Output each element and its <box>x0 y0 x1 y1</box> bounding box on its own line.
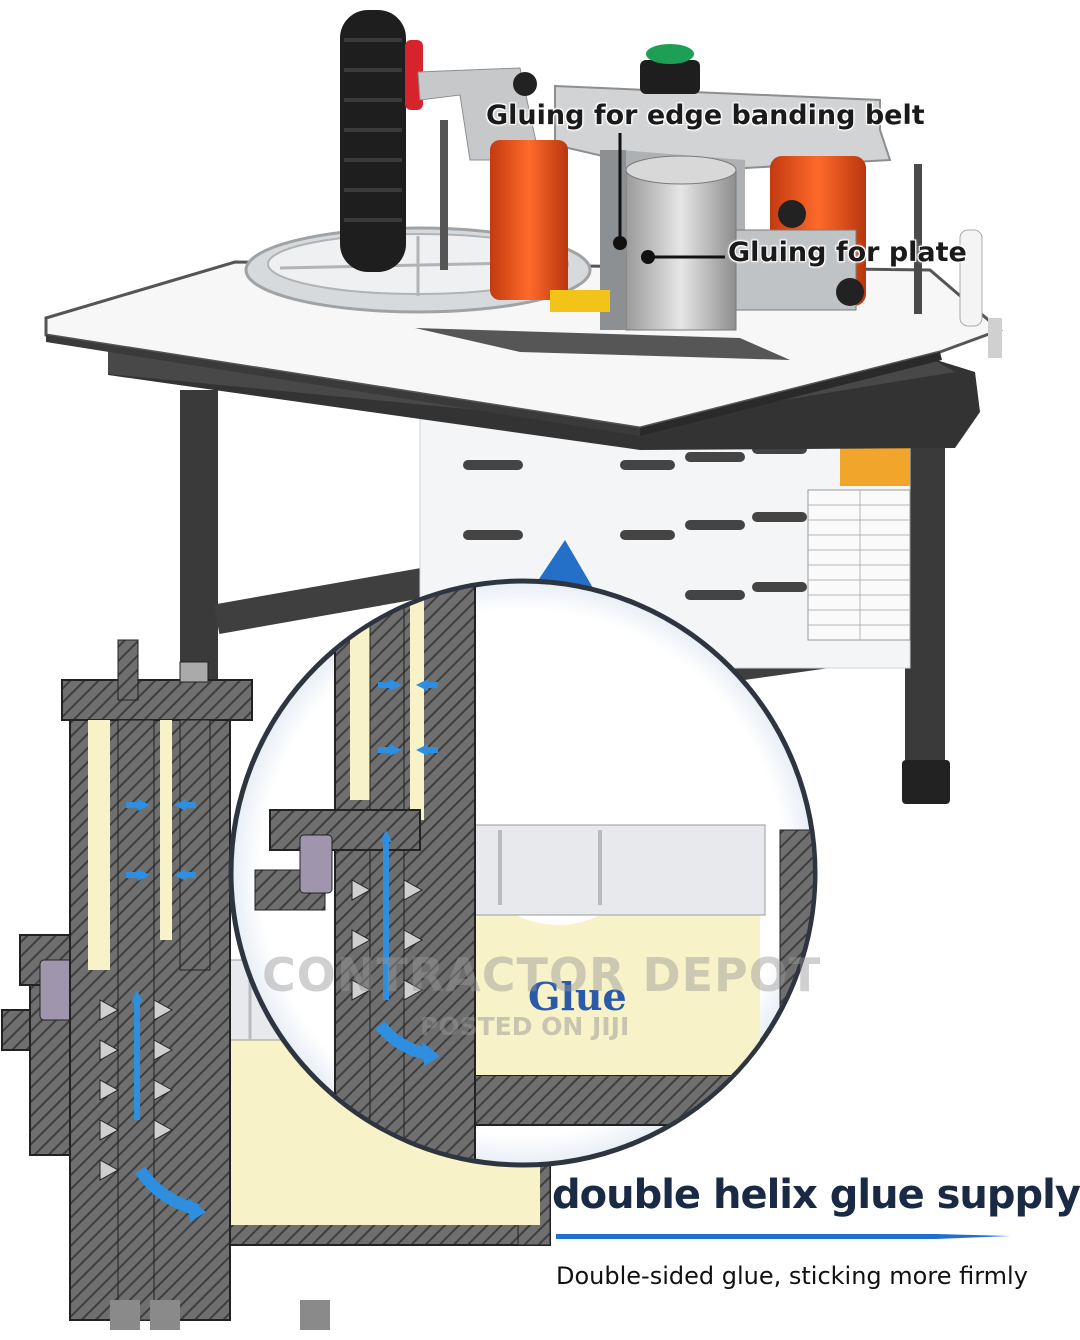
headline-underline <box>556 1234 1010 1239</box>
callout-leaders <box>613 133 725 264</box>
tagline: Double-sided glue, sticking more firmly <box>556 1262 1028 1290</box>
magnifier-circle <box>228 540 818 1168</box>
callout-gluing-plate: Gluing for plate <box>728 237 967 268</box>
glue-label: Glue <box>528 974 627 1019</box>
headline: double helix glue supply <box>552 1172 1080 1218</box>
callout-gluing-belt: Gluing for edge banding belt <box>486 100 925 131</box>
watermark: CONTRACTOR DEPOT <box>262 948 822 1002</box>
watermark-sub: POSTED ON JIJI <box>420 1012 630 1041</box>
